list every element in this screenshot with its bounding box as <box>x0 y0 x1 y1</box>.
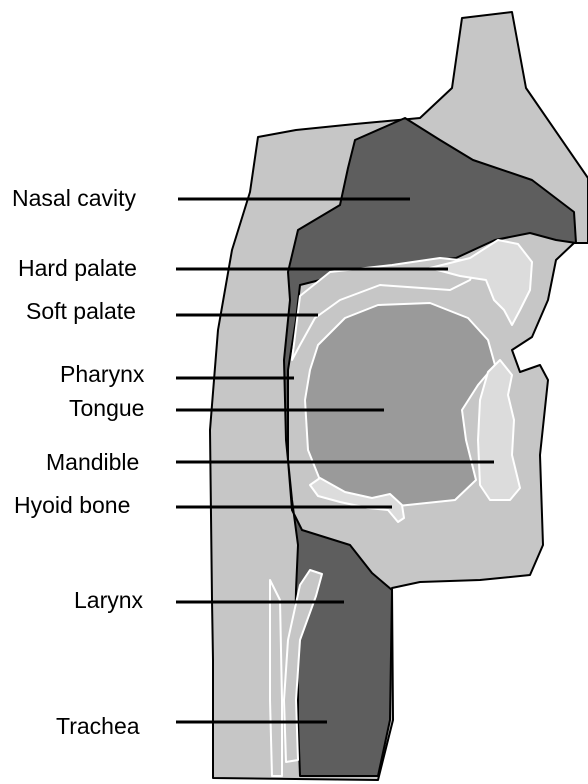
label-soft-palate: Soft palate <box>26 298 136 324</box>
label-hyoid-bone: Hyoid bone <box>14 492 130 518</box>
tongue-shape <box>305 303 495 506</box>
label-mandible: Mandible <box>46 449 139 475</box>
label-tongue: Tongue <box>69 395 144 421</box>
label-larynx: Larynx <box>74 587 144 613</box>
label-trachea: Trachea <box>56 713 140 739</box>
trachea-wall <box>270 580 282 776</box>
label-hard-palate: Hard palate <box>18 255 137 281</box>
label-pharynx: Pharynx <box>60 361 145 387</box>
label-nasal-cavity: Nasal cavity <box>12 185 136 211</box>
